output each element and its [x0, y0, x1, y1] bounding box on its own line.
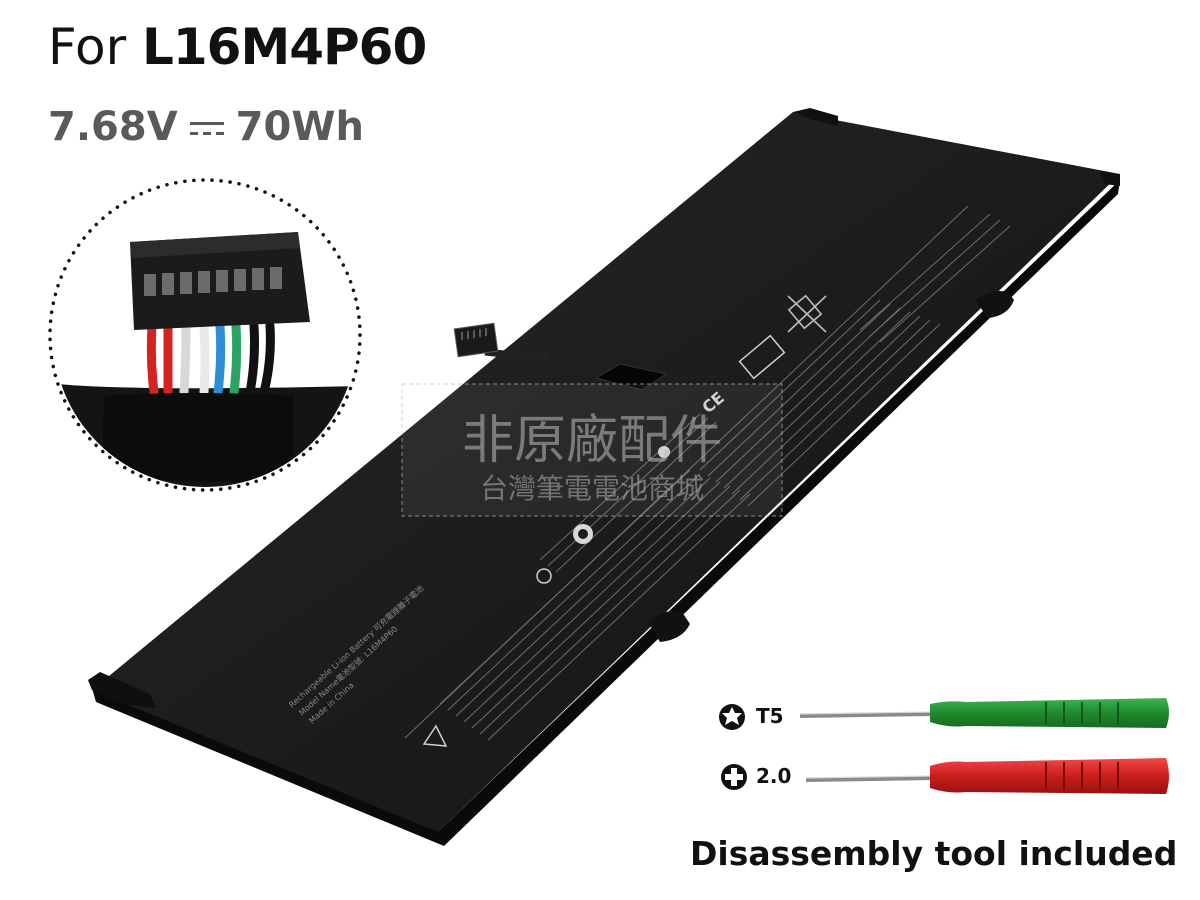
- warning-icon: [422, 724, 448, 747]
- product-title: For L16M4P60: [48, 18, 427, 76]
- label-print: [404, 205, 1011, 741]
- phillips-screwdriver: [805, 758, 1169, 794]
- spec-line: 7.68V 70Wh: [48, 104, 364, 150]
- battery-connector: [453, 322, 549, 360]
- watermark-line2: 台灣筆電電池商城: [480, 472, 704, 505]
- tool-label-phillips: 2.0: [756, 764, 792, 788]
- lab-mark-icon: [536, 568, 552, 584]
- li-ion-mark-icon: [738, 334, 786, 380]
- crossed-bin-icon: [787, 294, 827, 333]
- tool-label-torx: T5: [756, 704, 784, 728]
- torx-screwdriver: [799, 698, 1169, 728]
- capacity-value: 70Wh: [235, 104, 364, 150]
- phillips-icon: [721, 764, 747, 790]
- tool-note: Disassembly tool included: [690, 834, 1178, 873]
- dc-symbol-icon: [189, 118, 224, 140]
- watermark: 非原廠配件 台灣筆電電池商城: [401, 383, 783, 517]
- connector-closeup: [48, 178, 362, 492]
- torx-icon: [719, 704, 745, 730]
- battery-pack: Rechargeable Li-ion Battery 可充電鋰離子電池 Mod…: [88, 108, 1120, 846]
- dot-icon: [658, 446, 670, 458]
- voltage-value: 7.68V: [48, 104, 178, 150]
- watermark-line1: 非原廠配件: [462, 411, 722, 471]
- title-prefix: For: [48, 18, 127, 76]
- model-number: L16M4P60: [142, 18, 427, 76]
